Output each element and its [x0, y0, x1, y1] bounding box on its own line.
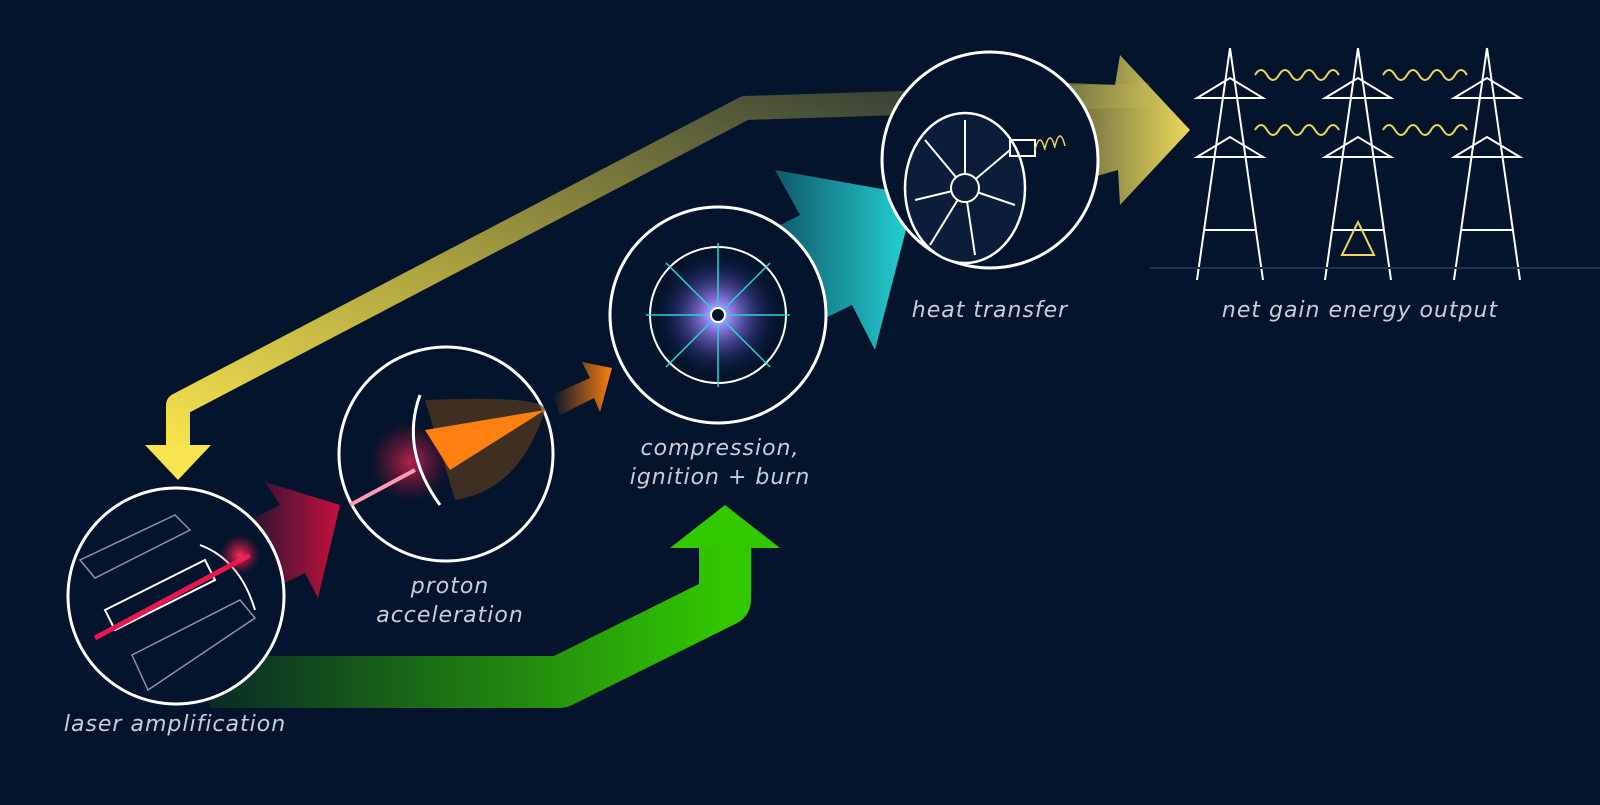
power-transmission-towers [1150, 47, 1600, 281]
energy-input-arrow [210, 505, 780, 708]
label-heat-transfer: heat transfer [911, 298, 1069, 323]
tower-1 [1193, 47, 1267, 281]
current-waves [1254, 69, 1468, 256]
label-laser-amplification: laser amplification [63, 712, 287, 737]
label-net-gain-energy-output: net gain energy output [1221, 298, 1499, 323]
tower-2 [1321, 47, 1395, 281]
label-compression-ignition-burn: compression, ignition + burn [629, 436, 811, 490]
heat-transfer-turbine-illustration [880, 50, 1100, 270]
laser-amplification-illustration [66, 486, 286, 706]
label-proton-acceleration: proton acceleration [376, 574, 524, 628]
compression-ignition-illustration [608, 205, 828, 425]
tower-3 [1450, 47, 1524, 281]
proton-to-compression-arrow [552, 362, 612, 415]
high-voltage-warning-icon [1340, 219, 1376, 256]
proton-acceleration-illustration [337, 345, 555, 563]
